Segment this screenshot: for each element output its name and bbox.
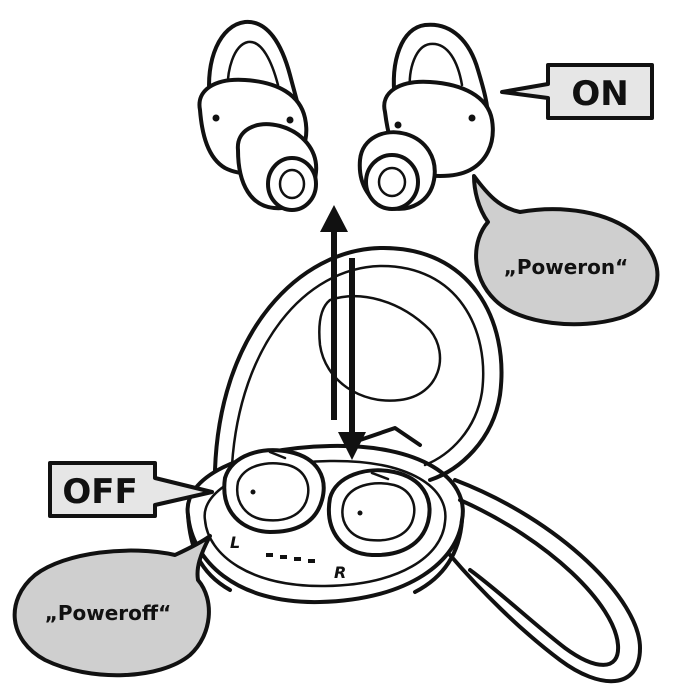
power-off-voice-text: „Poweroff“	[45, 601, 172, 625]
case-right-marker: R	[334, 563, 346, 582]
left-earbud-removed	[199, 22, 316, 210]
case-led-indicators	[266, 553, 315, 563]
charging-case-base: L R	[188, 446, 463, 602]
on-label-text: ON	[571, 74, 628, 114]
case-left-marker: L	[230, 533, 240, 552]
left-earbud-in-case	[224, 450, 323, 532]
case-lanyard	[450, 480, 640, 681]
power-off-voice-bubble: „Poweroff“	[15, 536, 210, 675]
power-on-voice-bubble: „Poweron“	[474, 176, 657, 324]
arrow-up-icon	[320, 205, 348, 232]
insert-remove-arrows	[320, 205, 366, 460]
on-label: ON	[502, 65, 652, 118]
power-on-voice-text: „Poweron“	[504, 255, 629, 279]
right-earbud-in-case	[329, 470, 430, 555]
off-label-text: OFF	[62, 472, 137, 512]
